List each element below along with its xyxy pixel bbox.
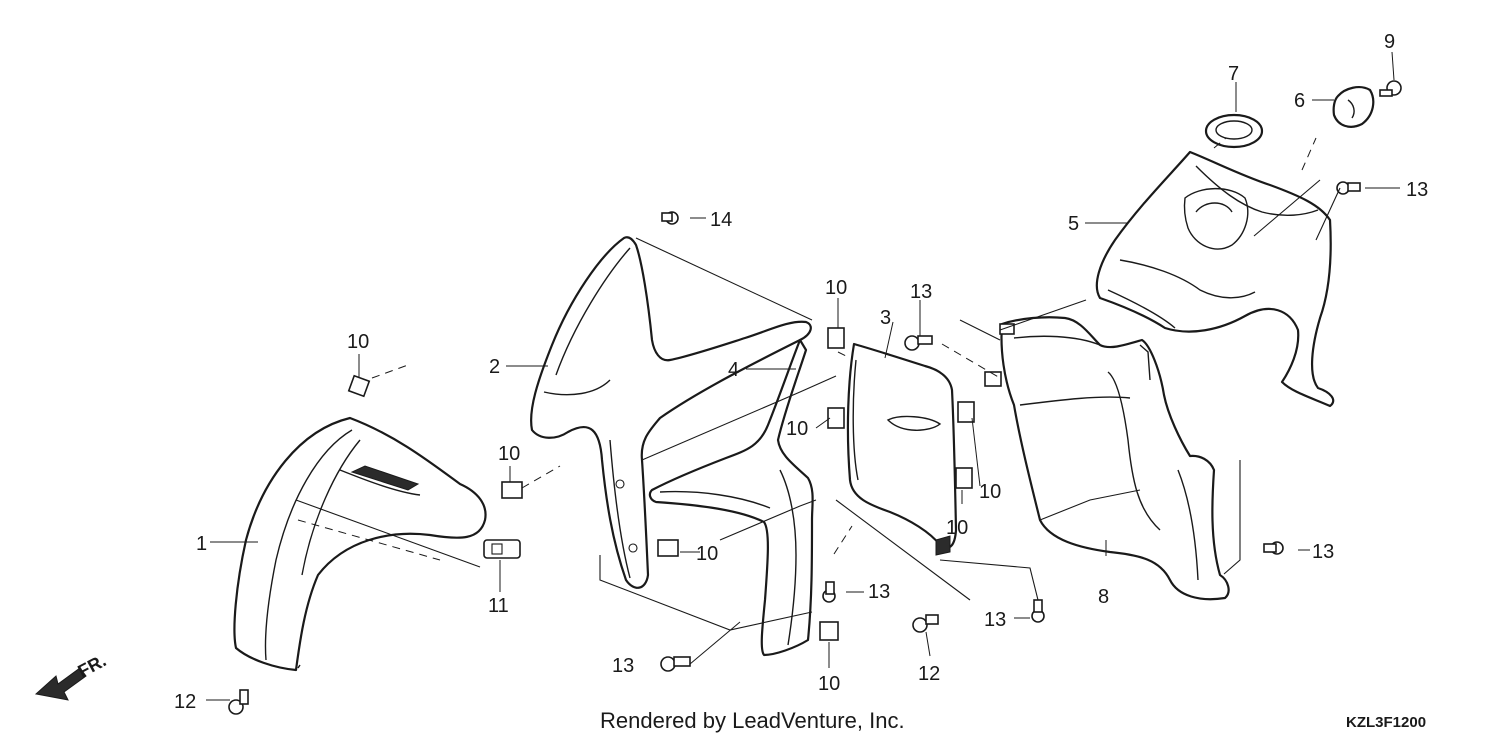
- label-part-11: 11: [488, 595, 509, 617]
- label-part-6: 6: [1294, 90, 1305, 112]
- label-part-12: 12: [918, 663, 940, 685]
- bolts: [228, 181, 1361, 715]
- part-6-bracket: [1332, 86, 1375, 128]
- label-part-7: 7: [1228, 63, 1239, 85]
- part-3-inner-cover-right: [846, 342, 958, 556]
- part-1-front-fender: [233, 416, 487, 672]
- label-part-14: 14: [710, 209, 732, 231]
- label-part-4: 4: [728, 359, 739, 381]
- part-9-screw: [1379, 80, 1402, 97]
- part-11-clip: [483, 539, 521, 559]
- label-part-13: 13: [612, 655, 634, 677]
- part-2-inner-cover-left: [530, 236, 812, 589]
- label-part-13: 13: [1312, 541, 1334, 563]
- part-7-grommet: [1204, 113, 1264, 149]
- diagram-code: KZL3F1200: [1346, 714, 1427, 731]
- part-10-nuts: [347, 327, 975, 641]
- leader-lines: [206, 51, 1400, 701]
- label-part-13: 13: [910, 281, 932, 303]
- part-labels: 1 2 3 4 5 6 7 8 9 10 10 10 10 10 10 10 1…: [174, 31, 1428, 713]
- label-part-10: 10: [347, 331, 369, 353]
- label-part-10: 10: [979, 481, 1001, 503]
- label-part-9: 9: [1384, 31, 1395, 53]
- label-part-13: 13: [1406, 179, 1428, 201]
- label-part-5: 5: [1068, 213, 1079, 235]
- label-part-2: 2: [489, 356, 500, 378]
- credit-text: Rendered by LeadVenture, Inc.: [600, 708, 905, 733]
- label-part-13: 13: [984, 609, 1006, 631]
- label-part-10: 10: [946, 517, 968, 539]
- label-part-13: 13: [868, 581, 890, 603]
- label-part-10: 10: [786, 418, 808, 440]
- label-part-10: 10: [825, 277, 847, 299]
- label-part-10: 10: [696, 543, 718, 565]
- label-part-12: 12: [174, 691, 196, 713]
- label-part-1: 1: [196, 533, 207, 555]
- part-5-front-top-cover: [1095, 150, 1335, 408]
- front-direction-arrow: FR.: [34, 650, 109, 701]
- part-8-inner-cover-rear: [984, 316, 1230, 601]
- label-part-8: 8: [1098, 586, 1109, 608]
- label-part-10: 10: [498, 443, 520, 465]
- assembly-lines: [295, 137, 1341, 631]
- part-4-center-panel: [648, 338, 814, 657]
- label-part-10: 10: [818, 673, 840, 695]
- label-part-3: 3: [880, 307, 891, 329]
